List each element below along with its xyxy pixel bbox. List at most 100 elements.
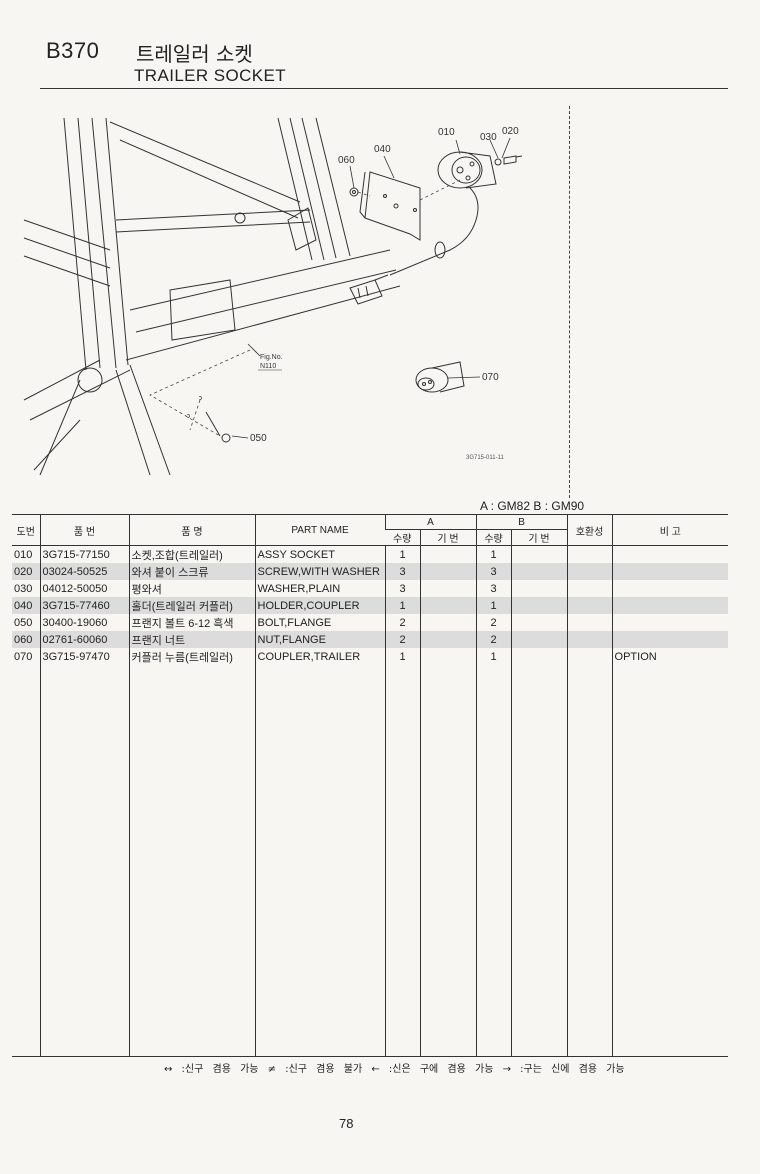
cell-name-ko: 소켓,조합(트레일러) [128,545,255,563]
cell-interchange [566,648,613,665]
callout-050: 050 [250,433,267,444]
frame-diagonal [109,121,301,219]
diagram-divider [569,106,570,498]
callout-070: 070 [482,372,499,383]
cell-interchange [566,614,613,631]
cell-code-a [419,580,477,597]
cell-part-no: 04012-50050 [39,580,129,597]
parts-table: 도번 품 번 품 명 PART NAME A B 호환성 비 고 수량 기 번 … [12,514,729,1057]
cell-code-a [419,545,477,563]
cell-remarks [611,563,729,580]
page-title-korean: 트레일러 소켓 [136,42,253,66]
cell-part-no: 02761-60060 [39,631,129,648]
fig-reference-number: N110 [260,363,276,370]
frame-tab [287,207,317,251]
cell-part-name: WASHER,PLAIN [254,580,385,597]
cell-qty-a: 3 [384,563,420,580]
cell-remarks [611,614,729,631]
frame-bolt-hole [234,212,246,224]
cell-qty-a: 3 [384,580,420,597]
exploded-diagram: 010 020 030 040 050 060 070 Fig.No. N110 [23,117,523,476]
table-row: 010 3G715-77150 소켓,조합(트레일러) ASSY SOCKET … [12,545,729,563]
cell-name-ko: 홀더(트레일러 커플러) [128,597,255,614]
socket-cable [389,187,479,276]
header-qty-b: 수량 [475,529,512,546]
cell-interchange [566,563,613,580]
cell-interchange [566,631,613,648]
socket-body [437,151,483,189]
cell-qty-b: 1 [475,597,512,614]
callout-010: 010 [438,127,455,138]
cell-qty-b: 1 [475,545,512,563]
cell-code-b [510,648,568,665]
cell-part-name: BOLT,FLANGE [254,614,385,631]
cell-code-b [510,631,568,648]
frame-bottom-left [23,359,131,471]
cell-qty-a: 1 [384,545,420,563]
header-group-b: B [475,514,568,530]
cell-code-b [510,545,568,563]
cell-qty-b: 3 [475,563,512,580]
screw-with-washer [503,155,517,165]
cell-code-a [419,648,477,665]
cell-code-a [419,563,477,580]
frame-post-right [277,117,351,261]
cell-name-ko: 평와셔 [128,580,255,597]
cell-ref: 050 [14,616,33,629]
table-row: 050 30400-19060 프랜지 볼트 6-12 흑색 BOLT,FLAN… [12,614,729,631]
cell-part-no: 3G715-77460 [39,597,129,614]
fig-reference-label: Fig.No. [260,354,283,361]
header-ref: 도번 [12,514,40,546]
header-name-ko: 품 명 [128,514,255,546]
callout-020: 020 [502,126,519,137]
assembly-line-bolt [149,349,251,437]
cell-part-name: HOLDER,COUPLER [254,597,385,614]
frame-beam-lower [125,249,401,361]
cell-remarks [611,597,729,614]
cell-part-no: 30400-19060 [39,614,129,631]
cell-qty-b: 2 [475,631,512,648]
cell-remarks [611,545,729,563]
cell-code-b [510,614,568,631]
drawing-number: 3G715-011-11 [466,455,504,461]
header-group-a: A [384,514,477,530]
cell-part-name: COUPLER,TRAILER [254,648,385,665]
frame-post-left [63,117,129,371]
cell-qty-a: 1 [384,597,420,614]
assembly-line-nut [357,191,371,197]
frame-hole [77,367,103,393]
table-row: 060 02761-60060 프랜지 너트 NUT,FLANGE 2 2 [12,631,729,648]
cell-part-no: 03024-50525 [39,563,129,580]
frame-bottom-strut [39,364,171,476]
cell-interchange [566,545,613,563]
cell-code-b [510,563,568,580]
cell-code-b [510,580,568,597]
frame-beam-upper [115,209,311,233]
cell-code-b [510,597,568,614]
cell-part-name: NUT,FLANGE [254,631,385,648]
cell-interchange [566,580,613,597]
section-code: B370 [46,38,100,63]
holder-plate [364,171,421,241]
cell-ref: 010 [14,548,33,561]
header-code-a: 기 번 [419,529,477,546]
flange-nut [349,187,359,197]
interchange-legend: ↔ :신구 겸용 가능 ≠ :신구 겸용 불가 ← :신은 구에 겸용 가능 →… [164,1064,625,1075]
table-row: 020 03024-50525 와셔 붙이 스크류 SCREW,WITH WAS… [12,563,729,580]
callout-060: 060 [338,155,355,166]
cell-part-no: 3G715-97470 [39,648,129,665]
cell-part-name: ASSY SOCKET [254,545,385,563]
page-number: 78 [339,1116,354,1131]
header-remarks: 비 고 [611,514,729,546]
frame-bracket [169,279,236,341]
cell-qty-b: 3 [475,580,512,597]
cell-code-a [419,597,477,614]
callout-040: 040 [374,144,391,155]
cell-ref: 030 [14,582,33,595]
cell-qty-b: 1 [475,648,512,665]
cell-ref: 070 [14,650,33,663]
page-title-english: TRAILER SOCKET [134,66,287,85]
header-code-b: 기 번 [510,529,568,546]
table-row: 030 04012-50050 평와셔 WASHER,PLAIN 3 3 [12,580,729,597]
